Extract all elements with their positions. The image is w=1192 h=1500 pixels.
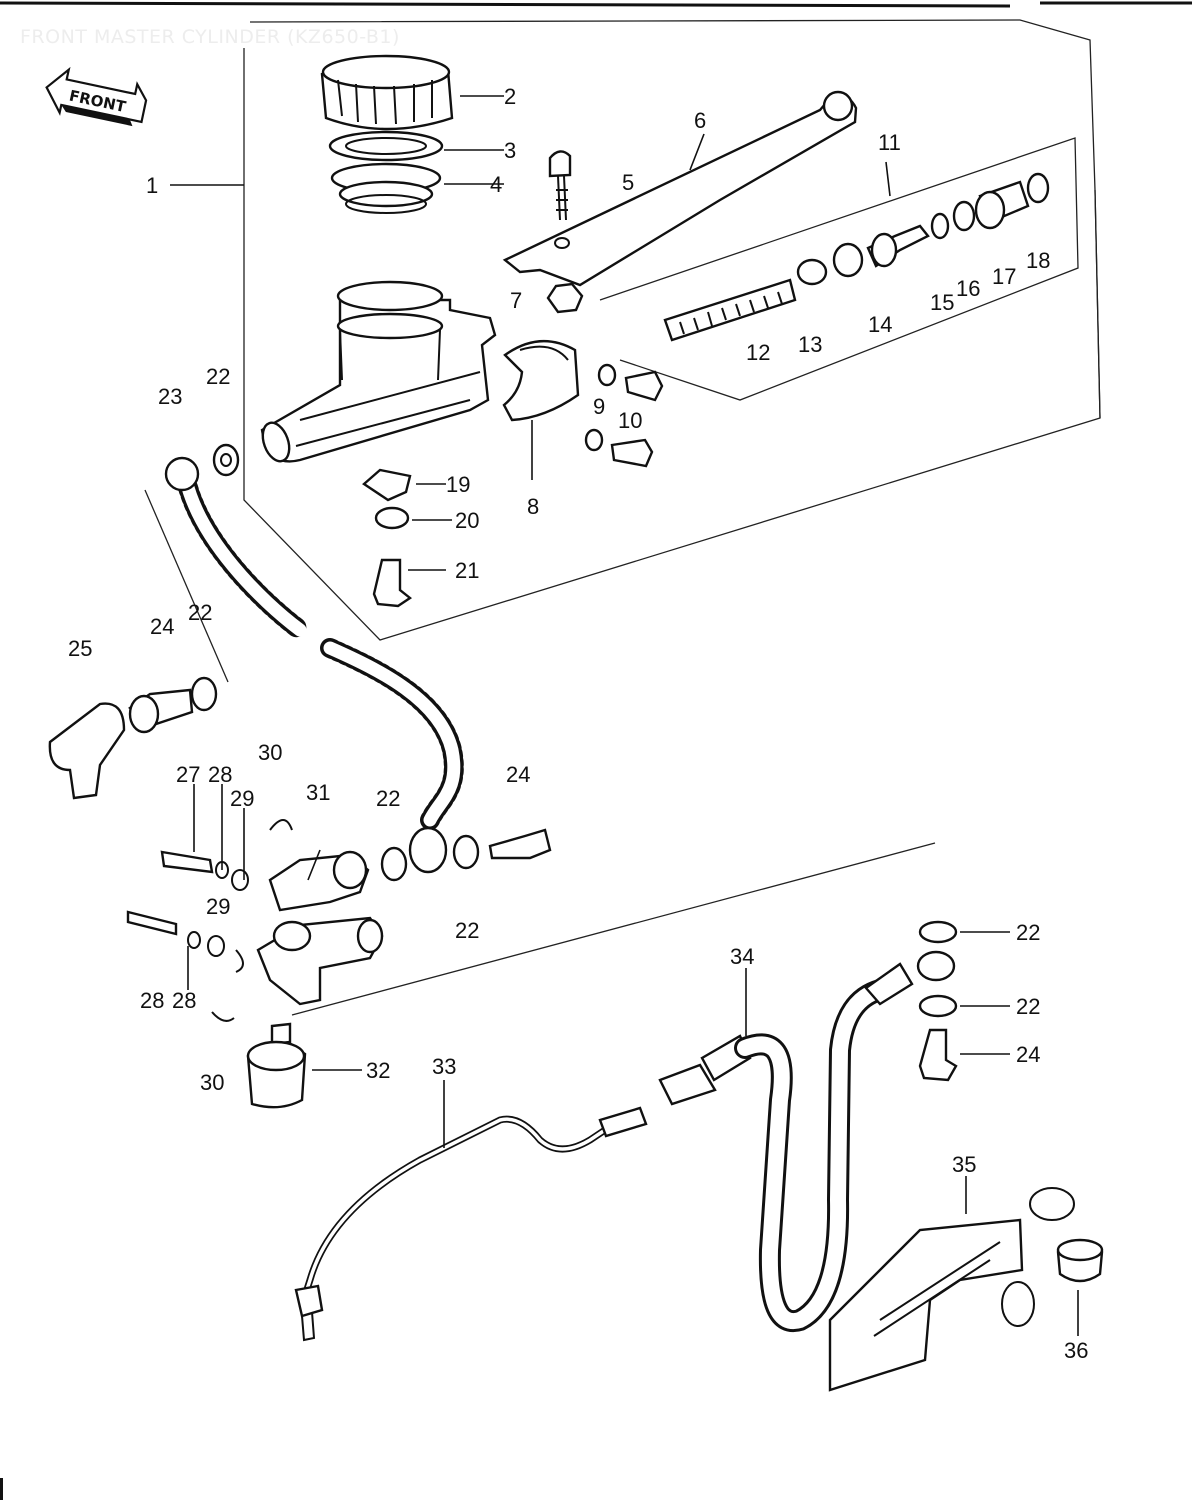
callout-16: 16	[956, 276, 980, 301]
callout-29-upper: 29	[230, 786, 254, 811]
leader-lines	[170, 95, 1079, 1336]
callout-22-right-bottom: 22	[1016, 994, 1040, 1019]
callout-19: 19	[446, 472, 470, 497]
master-cylinder-body	[260, 280, 497, 463]
diaphragm-plate	[328, 130, 444, 162]
callout-14: 14	[868, 312, 892, 337]
callout-22-right-top: 22	[1016, 920, 1040, 945]
callout-3: 3	[504, 138, 516, 163]
reservoir-cap	[320, 54, 454, 131]
brake-junction	[126, 819, 384, 1022]
callout-15: 15	[930, 290, 954, 315]
callout-30-upper: 30	[258, 740, 282, 765]
brake-hose-upper	[164, 456, 464, 874]
callout-28-lower-a: 28	[140, 988, 164, 1013]
front-direction-badge: FRONT	[45, 66, 148, 127]
callout-34: 34	[730, 944, 754, 969]
callout-7: 7	[510, 288, 522, 313]
callout-36: 36	[1064, 1338, 1088, 1363]
callout-6: 6	[694, 108, 706, 133]
diaphragm	[330, 162, 442, 214]
callout-20: 20	[455, 508, 479, 533]
pivot-bolt	[548, 150, 572, 221]
reservoir-screw-parts	[362, 468, 413, 608]
pivot-nut	[546, 282, 584, 314]
callout-22-mid-lower: 22	[455, 918, 479, 943]
clamp-bolts	[584, 363, 664, 468]
brake-light-switch	[246, 1022, 307, 1109]
callout-9: 9	[593, 394, 605, 419]
callout-labels: 1 2 3 4 5 6 7 8 9 10 11 12 13 14 15 16 1…	[68, 84, 1088, 1363]
callout-10: 10	[618, 408, 642, 433]
callout-18: 18	[1026, 248, 1050, 273]
callout-32: 32	[366, 1058, 390, 1083]
brake-pipe	[294, 1106, 648, 1342]
callout-22-mid: 22	[376, 786, 400, 811]
callout-30-lower: 30	[200, 1070, 224, 1095]
callout-24-right: 24	[1016, 1042, 1040, 1067]
callout-27: 27	[176, 762, 200, 787]
callout-31: 31	[306, 780, 330, 805]
callout-28-lower-b: 28	[172, 988, 196, 1013]
callout-29-lower: 29	[206, 894, 230, 919]
callout-28-upper: 28	[208, 762, 232, 787]
callout-5: 5	[622, 170, 634, 195]
callout-24-left: 24	[150, 614, 174, 639]
assembly-outline	[144, 19, 1101, 1016]
callout-12: 12	[746, 340, 770, 365]
hose-union-middle	[380, 828, 552, 882]
callout-17: 17	[992, 264, 1016, 289]
upper-washer	[212, 443, 240, 477]
hose-bracket	[828, 1187, 1075, 1392]
callout-24-mid: 24	[506, 762, 530, 787]
callout-11: 11	[878, 130, 901, 155]
callout-8: 8	[527, 494, 539, 519]
callout-21: 21	[455, 558, 479, 583]
brake-lever	[502, 90, 858, 287]
callout-22-left: 22	[188, 600, 212, 625]
callout-2: 2	[504, 84, 516, 109]
callout-4: 4	[490, 172, 502, 197]
brake-hose-lower	[658, 950, 956, 1333]
callout-33: 33	[432, 1054, 456, 1079]
callout-35: 35	[952, 1152, 976, 1177]
callout-25: 25	[68, 636, 92, 661]
callout-13: 13	[798, 332, 822, 357]
clamp-holder	[502, 339, 580, 422]
hose-union-left	[48, 676, 218, 800]
piston-assembly	[663, 172, 1050, 342]
callout-23: 23	[158, 384, 182, 409]
callout-1: 1	[146, 173, 158, 198]
grommet	[1056, 1238, 1104, 1283]
hose-union-right	[918, 920, 958, 1082]
callout-22-top: 22	[206, 364, 230, 389]
diagram-title: FRONT MASTER CYLINDER (KZ650-B1)	[20, 26, 400, 48]
